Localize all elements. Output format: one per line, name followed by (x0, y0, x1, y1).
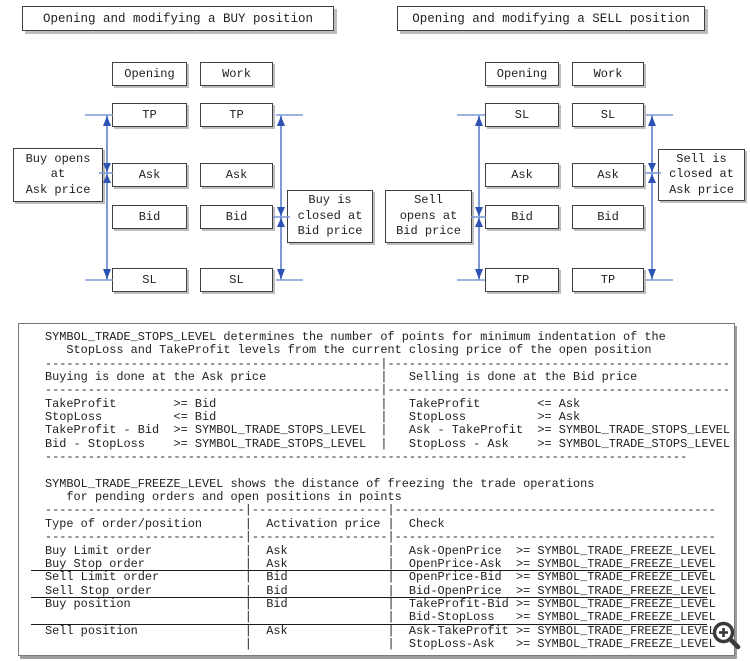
info-box: SYMBOL_TRADE_STOPS_LEVEL determines the … (18, 323, 735, 656)
row-separator-line (31, 623, 707, 625)
buy-work-tp-box: TP (200, 103, 273, 127)
sell-work-range-arrow (645, 114, 673, 281)
buy-work-range-arrow (273, 114, 303, 281)
range-arrows-overlay (85, 114, 673, 281)
buy-opening-tp-box: TP (112, 103, 187, 127)
buy-opening-column-header: Opening (112, 62, 187, 86)
buy-work-bid-box: Bid (200, 205, 273, 229)
buy-open-label: Buy opens at Ask price (13, 148, 103, 202)
sell-opening-ask-box: Ask (485, 163, 559, 187)
sell-diagram-title: Opening and modifying a SELL position (397, 6, 705, 31)
sell-work-ask-box: Ask (572, 163, 644, 187)
sell-opening-bid-box: Bid (485, 205, 559, 229)
row-separator-line (31, 570, 707, 572)
sell-opening-range-arrow (457, 114, 486, 281)
buy-opening-range-arrow (85, 114, 113, 281)
sell-opening-column-header: Opening (485, 62, 559, 86)
sell-open-label: Sell opens at Bid price (385, 190, 472, 243)
sell-close-label: Sell is closed at Ask price (658, 149, 745, 201)
sell-work-column-header: Work (572, 62, 644, 86)
buy-opening-ask-box: Ask (112, 163, 187, 187)
buy-opening-sl-box: SL (112, 268, 187, 292)
sell-opening-sl-box: SL (485, 103, 559, 127)
sell-opening-tp-box: TP (485, 268, 559, 292)
buy-opening-bid-box: Bid (112, 205, 187, 229)
sell-work-bid-box: Bid (572, 205, 644, 229)
buy-diagram-title: Opening and modifying a BUY position (22, 6, 334, 31)
zoom-in-icon[interactable] (709, 617, 745, 655)
trade-levels-text: SYMBOL_TRADE_STOPS_LEVEL determines the … (45, 330, 731, 651)
buy-work-column-header: Work (200, 62, 273, 86)
buy-work-ask-box: Ask (200, 163, 273, 187)
buy-work-sl-box: SL (200, 268, 273, 292)
row-separator-line (31, 597, 707, 598)
buy-close-label: Buy is closed at Bid price (287, 190, 373, 243)
sell-work-tp-box: TP (572, 268, 644, 292)
sell-work-sl-box: SL (572, 103, 644, 127)
